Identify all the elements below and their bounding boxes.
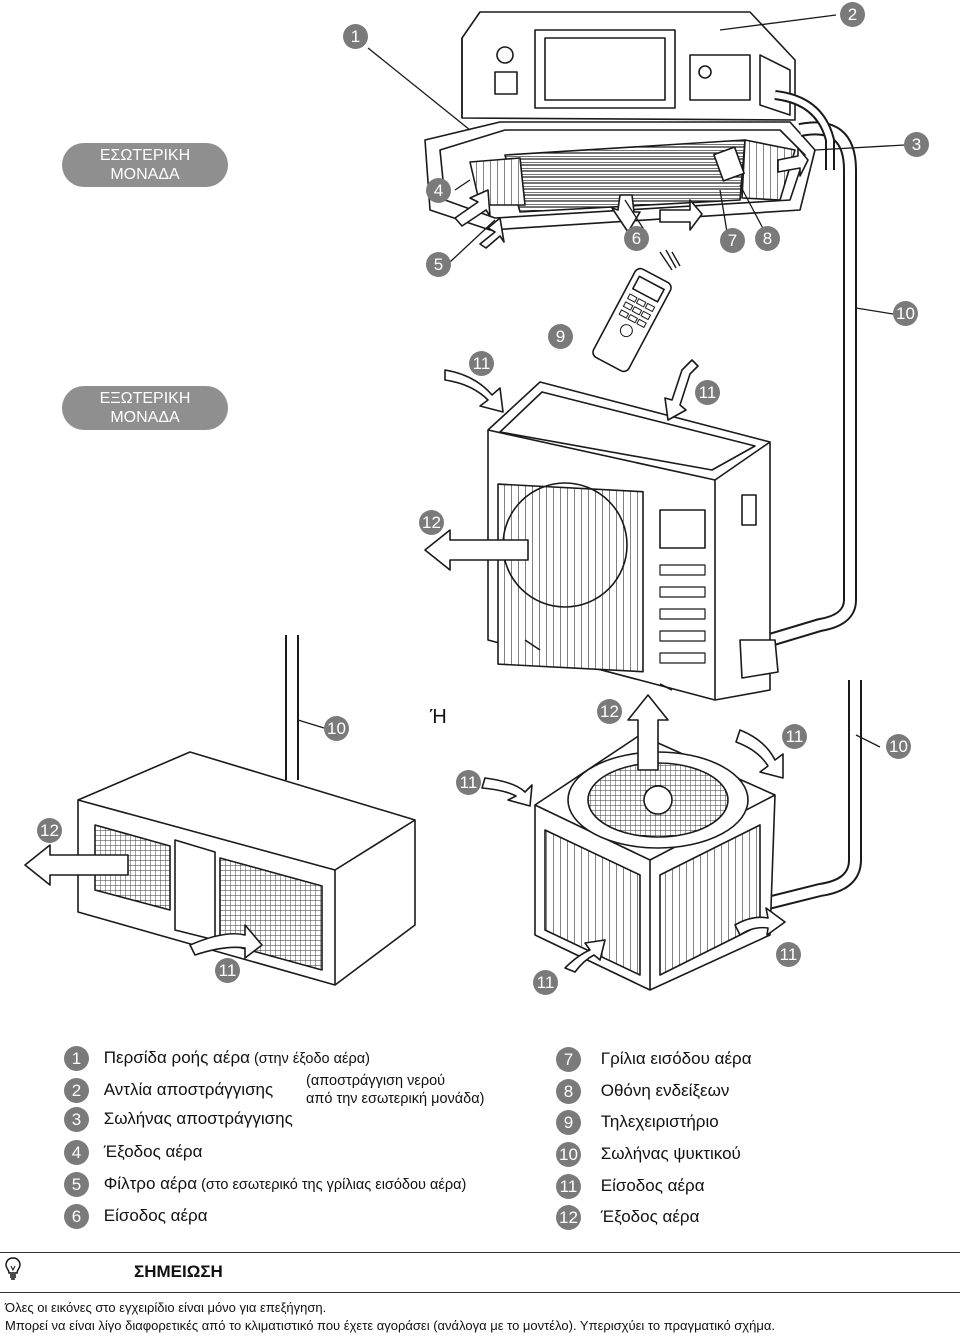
legend-item-1: 1 Περσίδα ροής αέρα (στην έξοδο αέρα) bbox=[64, 1046, 370, 1071]
legend-badge: 12 bbox=[556, 1205, 581, 1230]
legend-item-12: 12 Έξοδος αέρα bbox=[556, 1205, 699, 1230]
badge-4: 4 bbox=[426, 178, 451, 203]
badge-12-horizontal: 12 bbox=[37, 818, 62, 843]
badge-3: 3 bbox=[904, 132, 929, 157]
legend-badge: 4 bbox=[64, 1140, 89, 1165]
legend-item-3: 3 Σωλήνας αποστράγγισης bbox=[64, 1107, 293, 1132]
legend-note: (στην έξοδο αέρα) bbox=[249, 1050, 370, 1067]
badge-10-pipe-top: 10 bbox=[893, 301, 918, 326]
legend-badge: 11 bbox=[556, 1174, 581, 1199]
badge-11-vertical-left: 11 bbox=[456, 770, 481, 795]
badge-11-vertical-bottom: 11 bbox=[533, 970, 558, 995]
legend-text: Έξοδος αέρα bbox=[103, 1141, 203, 1161]
outdoor-split-unit bbox=[487, 381, 779, 701]
legend-text: Έξοδος αέρα bbox=[600, 1206, 700, 1226]
legend-item-9: 9 Τηλεχειριστήριο bbox=[556, 1110, 719, 1135]
legend-item-7: 7 Γρίλια εισόδου αέρα bbox=[556, 1047, 752, 1072]
outdoor-vertical-unit bbox=[534, 734, 776, 991]
badge-2: 2 bbox=[840, 2, 865, 27]
badge-1: 1 bbox=[343, 24, 368, 49]
badge-6: 6 bbox=[624, 226, 649, 251]
lightbulb-icon bbox=[5, 1257, 21, 1280]
badge-8: 8 bbox=[755, 226, 780, 251]
indoor-unit-label: ΕΣΩΤΕΡΙΚΗ ΜΟΝΑΔΑ bbox=[62, 143, 228, 187]
indoor-cassette-unit bbox=[424, 11, 816, 231]
legend-note: (στο εσωτερικό της γρίλιας εισόδου αέρα) bbox=[197, 1176, 467, 1193]
badge-11-vertical-top: 11 bbox=[782, 724, 807, 749]
legend-badge: 3 bbox=[64, 1107, 89, 1132]
legend-text: Περσίδα ροής αέρα bbox=[103, 1047, 250, 1067]
badge-11-horizontal: 11 bbox=[215, 958, 240, 983]
legend-item-4: 4 Έξοδος αέρα bbox=[64, 1140, 202, 1165]
note-line-2: Μπορεί να είναι λίγο διαφορετικές από το… bbox=[5, 1318, 775, 1333]
refrigerant-pipe bbox=[285, 90, 862, 912]
legend-text: Είσοδος αέρα bbox=[103, 1205, 208, 1225]
legend-text: Είσοδος αέρα bbox=[600, 1175, 705, 1195]
note-divider-top bbox=[0, 1252, 960, 1253]
badge-11-split-left: 11 bbox=[469, 351, 494, 376]
badge-12-vertical: 12 bbox=[597, 699, 622, 724]
legend-item-5: 5 Φίλτρο αέρα (στο εσωτερικό της γρίλιας… bbox=[64, 1172, 466, 1197]
legend-badge: 8 bbox=[556, 1079, 581, 1104]
badge-7: 7 bbox=[720, 228, 745, 253]
legend-item-10: 10 Σωλήνας ψυκτικού bbox=[556, 1142, 741, 1167]
legend-text: Γρίλια εισόδου αέρα bbox=[600, 1048, 752, 1068]
badge-11-vertical-right: 11 bbox=[776, 942, 801, 967]
legend-text: Τηλεχειριστήριο bbox=[600, 1111, 719, 1131]
legend-text: Αντλία αποστράγγισης bbox=[103, 1079, 274, 1099]
badge-11-split-top: 11 bbox=[695, 380, 720, 405]
legend-badge: 6 bbox=[64, 1204, 89, 1229]
badge-10-pipe-right: 10 bbox=[886, 734, 911, 759]
legend-text: Σωλήνας ψυκτικού bbox=[600, 1143, 741, 1163]
legend-badge: 9 bbox=[556, 1110, 581, 1135]
airflow-arrows bbox=[24, 147, 809, 973]
or-label: Ή bbox=[430, 706, 447, 728]
legend-badge: 10 bbox=[556, 1142, 581, 1167]
note-title: ΣΗΜΕΙΩΣΗ bbox=[134, 1262, 223, 1281]
legend-item-11: 11 Είσοδος αέρα bbox=[556, 1174, 705, 1199]
note-divider-bottom bbox=[0, 1292, 960, 1293]
badge-5: 5 bbox=[426, 252, 451, 277]
legend-item-8: 8 Οθόνη ενδείξεων bbox=[556, 1079, 729, 1104]
legend-text: Σωλήνας αποστράγγισης bbox=[103, 1108, 293, 1128]
badge-12-split: 12 bbox=[419, 510, 444, 535]
legend-badge: 1 bbox=[64, 1046, 89, 1071]
badge-10-pipe-left: 10 bbox=[324, 716, 349, 741]
note-line-1: Όλες οι εικόνες στο εγχειρίδιο είναι μόν… bbox=[5, 1300, 327, 1315]
legend-item-2: 2 Αντλία αποστράγγισης bbox=[64, 1078, 273, 1103]
outdoor-unit-label: ΕΞΩΤΕΡΙΚΗ ΜΟΝΑΔΑ bbox=[62, 386, 228, 430]
legend-text: Οθόνη ενδείξεων bbox=[600, 1080, 730, 1100]
legend-item-6: 6 Είσοδος αέρα bbox=[64, 1204, 208, 1229]
legend-badge: 7 bbox=[556, 1047, 581, 1072]
legend-pump-note: (αποστράγγιση νερού από την εσωτερική μο… bbox=[306, 1073, 485, 1107]
legend-badge: 5 bbox=[64, 1172, 89, 1197]
remote-control-drawing bbox=[592, 267, 672, 373]
legend-badge: 2 bbox=[64, 1078, 89, 1103]
legend-text: Φίλτρο αέρα bbox=[103, 1173, 198, 1193]
equipment-diagram bbox=[24, 11, 906, 991]
badge-9: 9 bbox=[548, 324, 573, 349]
